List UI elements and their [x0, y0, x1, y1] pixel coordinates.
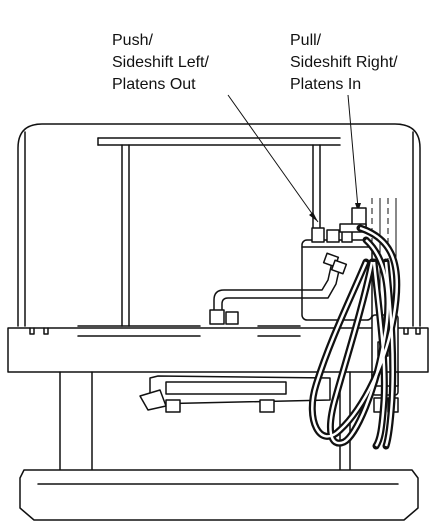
- sideshift-cylinder: [139, 375, 331, 413]
- callout-left-line-1: Push/: [112, 32, 153, 49]
- carriage-crossbar: [7, 325, 429, 373]
- callout-right-line-1: Pull/: [290, 32, 322, 49]
- base-plate: [19, 469, 419, 521]
- leader-line-right: [347, 94, 361, 212]
- callout-right-line-2: Sideshift Right/: [290, 54, 398, 71]
- callout-right-line-3: Platens In: [290, 76, 361, 93]
- hose-highlights: [311, 226, 399, 447]
- leader-line-left: [227, 94, 319, 223]
- hydraulic-tube: [209, 252, 348, 325]
- callout-left-line-3: Platens Out: [112, 76, 196, 93]
- callout-left-line-2: Sideshift Left/: [112, 54, 210, 71]
- carriage-frame: [17, 123, 421, 327]
